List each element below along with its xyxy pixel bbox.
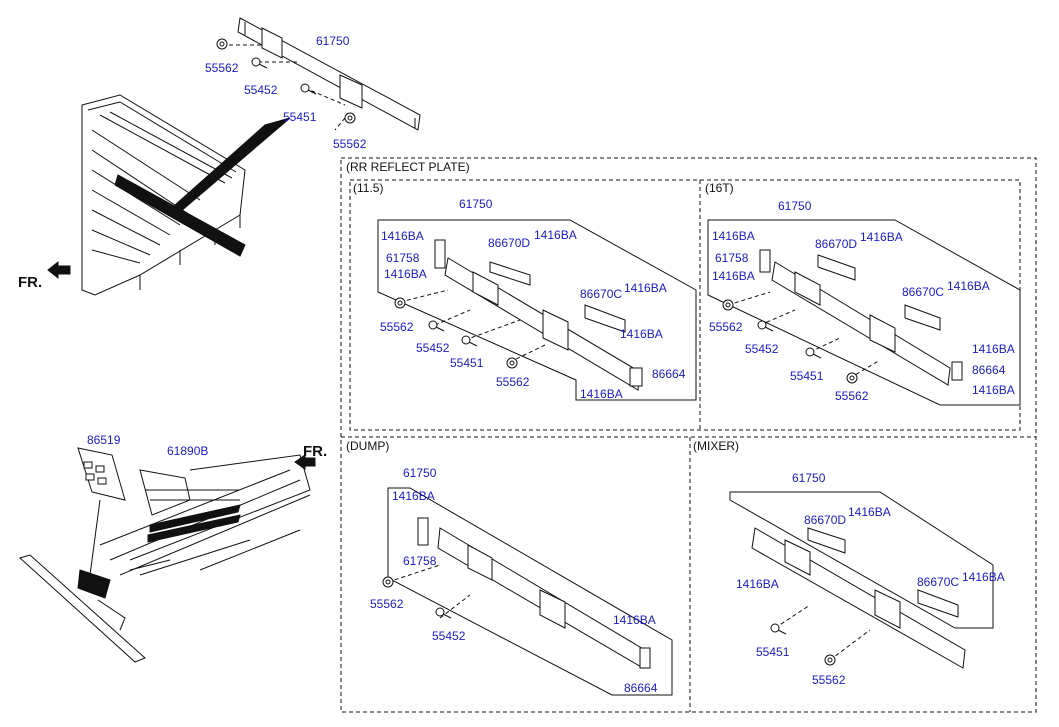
label-55451: 55451 — [790, 369, 824, 383]
label-55562: 55562 — [709, 320, 743, 334]
label-55452: 55452 — [416, 341, 450, 355]
label-86670C: 86670C — [902, 285, 944, 299]
label-55562: 55562 — [835, 389, 869, 403]
label-55562: 55562 — [370, 597, 404, 611]
label-55452: 55452 — [244, 83, 278, 97]
bumper-11-5 — [377, 219, 697, 401]
label-86670D: 86670D — [488, 236, 530, 250]
label-86664: 86664 — [972, 363, 1006, 377]
label-55562: 55562 — [333, 137, 367, 151]
label-86670D: 86670D — [815, 237, 857, 251]
label-61750: 61750 — [792, 471, 826, 485]
label-1416BA: 1416BA — [736, 577, 779, 591]
label-86664: 86664 — [624, 681, 658, 695]
label-61750: 61750 — [316, 34, 350, 48]
label-1416BA: 1416BA — [962, 570, 1005, 584]
label-55562: 55562 — [812, 673, 846, 687]
chassis-drawing — [19, 447, 316, 663]
label-55562: 55562 — [205, 61, 239, 75]
label-86670C: 86670C — [917, 575, 959, 589]
label-61758: 61758 — [715, 251, 749, 265]
section-dump: (DUMP) — [346, 439, 389, 453]
label-1416BA: 1416BA — [620, 327, 663, 341]
section-rr-reflect-plate: (RR REFLECT PLATE) — [346, 160, 470, 174]
section-16t: (16T) — [705, 181, 734, 195]
label-86519: 86519 — [87, 433, 121, 447]
label-55452: 55452 — [432, 629, 466, 643]
label-61750: 61750 — [459, 197, 493, 211]
label-1416BA: 1416BA — [624, 281, 667, 295]
fr-label: FR. — [18, 274, 42, 291]
label-1416BA: 1416BA — [972, 342, 1015, 356]
label-1416BA: 1416BA — [712, 229, 755, 243]
label-86670C: 86670C — [580, 287, 622, 301]
label-1416BA: 1416BA — [534, 228, 577, 242]
label-1416BA: 1416BA — [580, 387, 623, 401]
label-55562: 55562 — [496, 375, 530, 389]
label-1416BA: 1416BA — [947, 279, 990, 293]
label-61750: 61750 — [403, 466, 437, 480]
label-61750: 61750 — [778, 199, 812, 213]
label-1416BA: 1416BA — [972, 383, 1015, 397]
bumper-16t — [707, 219, 1021, 406]
bumper-mixer — [729, 491, 994, 669]
section-11-5: (11.5) — [353, 181, 383, 195]
label-55451: 55451 — [283, 110, 317, 124]
label-61758: 61758 — [403, 554, 437, 568]
bumper-dump — [387, 487, 673, 696]
truck-bed-drawing — [81, 94, 291, 296]
label-55451: 55451 — [756, 645, 790, 659]
label-1416BA: 1416BA — [613, 613, 656, 627]
label-55451: 55451 — [450, 356, 484, 370]
label-1416BA: 1416BA — [860, 230, 903, 244]
label-61758: 61758 — [386, 251, 420, 265]
section-mixer: (MIXER) — [693, 439, 739, 453]
reflect-plate-frame — [340, 157, 1037, 713]
rear-bumper-top-drawing — [222, 17, 421, 131]
label-55562: 55562 — [380, 320, 414, 334]
label-1416BA: 1416BA — [384, 267, 427, 281]
label-1416BA: 1416BA — [848, 505, 891, 519]
label-1416BA: 1416BA — [712, 269, 755, 283]
label-55452: 55452 — [745, 342, 779, 356]
label-1416BA: 1416BA — [381, 229, 424, 243]
label-86664: 86664 — [652, 367, 686, 381]
fr-label: FR. — [303, 443, 327, 460]
front-arrow: FR. — [18, 260, 71, 291]
label-61890B: 61890B — [167, 444, 208, 458]
label-86670D: 86670D — [804, 513, 846, 527]
label-1416BA: 1416BA — [392, 489, 435, 503]
reflect-plate-inner-frame — [349, 179, 1021, 431]
